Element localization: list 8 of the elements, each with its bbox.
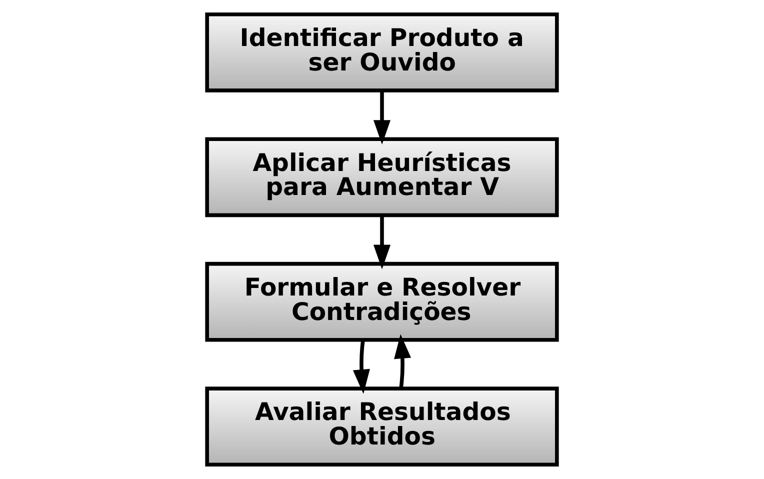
node-box: Avaliar Resultados Obtidos	[205, 386, 559, 467]
arrow	[373, 215, 391, 270]
node-box: Aplicar Heurísticas para Aumentar V	[205, 137, 559, 218]
node-box: Identificar Produto a ser Ouvido	[205, 12, 559, 92]
arrow	[352, 340, 370, 394]
arrow	[373, 90, 391, 144]
arrow	[394, 334, 412, 388]
node-box: Formular e Resolver Contradições	[205, 262, 559, 342]
